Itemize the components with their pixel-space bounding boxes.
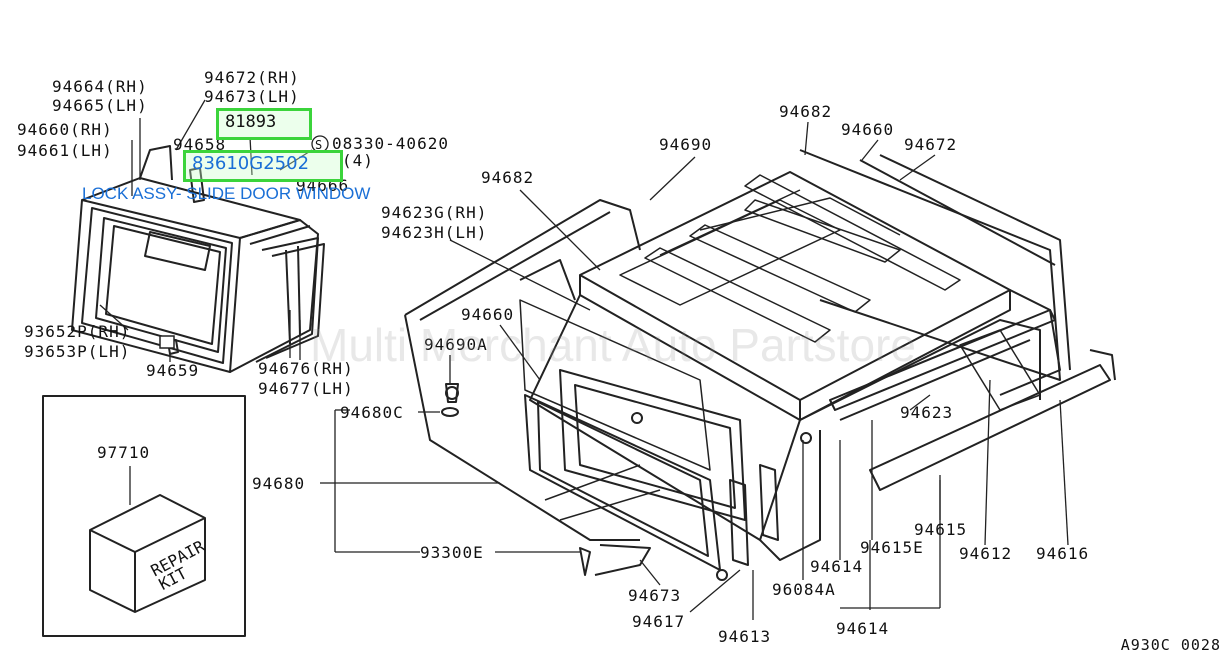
callout-97710: 97710 <box>97 443 151 462</box>
callout-94616: 94616 <box>1036 544 1090 563</box>
callout-93300e: 93300E <box>420 543 484 562</box>
lock-assy-link[interactable]: LOCK ASSY- SLIDE DOOR WINDOW <box>82 184 371 203</box>
callout-94665: 94665(LH) <box>52 96 148 115</box>
callout-94615: 94615 <box>914 520 968 539</box>
callout-94660-rh: 94660(RH) <box>17 120 113 139</box>
callout-94676: 94676(RH) <box>258 359 354 378</box>
callout-94664: 94664(RH) <box>52 77 148 96</box>
callout-94690a: 94690A <box>424 335 488 354</box>
callout-93652p: 93652P(RH) <box>24 322 131 341</box>
side-window-assembly <box>71 145 325 373</box>
diagram-code: A930C 0028 <box>1120 636 1221 654</box>
callout-94660-top: 94660 <box>841 120 895 139</box>
watermark: Multi Merchant Auto Partstore <box>310 319 916 371</box>
callout-94659: 94659 <box>146 361 200 380</box>
callout-94672-top: 94672 <box>904 135 958 154</box>
repair-kit-lettering: REPAIR KIT <box>148 536 208 594</box>
callout-94614-upper: 94614 <box>810 557 864 576</box>
callout-94623g: 94623G(RH) <box>381 203 488 222</box>
repair-kit-drawing <box>42 395 246 637</box>
callout-94680c: 94680C <box>340 403 404 422</box>
callout-94677: 94677(LH) <box>258 379 354 398</box>
part-highlight-81893[interactable]: 81893 <box>216 108 312 140</box>
callout-94672-rh: 94672(RH) <box>204 68 300 87</box>
callout-94682-top: 94682 <box>779 102 833 121</box>
callout-94682-mid: 94682 <box>481 168 535 187</box>
callout-96084a: 96084A <box>772 580 836 599</box>
callout-94660-mid: 94660 <box>461 305 515 324</box>
svg-text:S: S <box>315 138 322 152</box>
callout-94612: 94612 <box>959 544 1013 563</box>
canopy-shell <box>404 149 1116 581</box>
callout-94673-bottom: 94673 <box>628 586 682 605</box>
callout-94623h: 94623H(LH) <box>381 223 488 242</box>
callout-94658: 94658 <box>173 135 227 154</box>
callout-94623: 94623 <box>900 403 954 422</box>
callout-94614-lower: 94614 <box>836 619 890 638</box>
callout-94613: 94613 <box>718 627 772 646</box>
callout-qty-4: (4) <box>342 151 374 170</box>
callout-94615e: 94615E <box>860 538 924 557</box>
callout-93653p: 93653P(LH) <box>24 342 131 361</box>
part-highlight-83610g2502[interactable]: 83610G2502 <box>183 150 343 182</box>
callout-94661-lh: 94661(LH) <box>17 141 113 160</box>
callout-94617: 94617 <box>632 612 686 631</box>
callout-08330-40620: 08330-40620 <box>332 134 449 153</box>
callout-94690: 94690 <box>659 135 713 154</box>
callout-94680: 94680 <box>252 474 306 493</box>
callout-94673-lh: 94673(LH) <box>204 87 300 106</box>
